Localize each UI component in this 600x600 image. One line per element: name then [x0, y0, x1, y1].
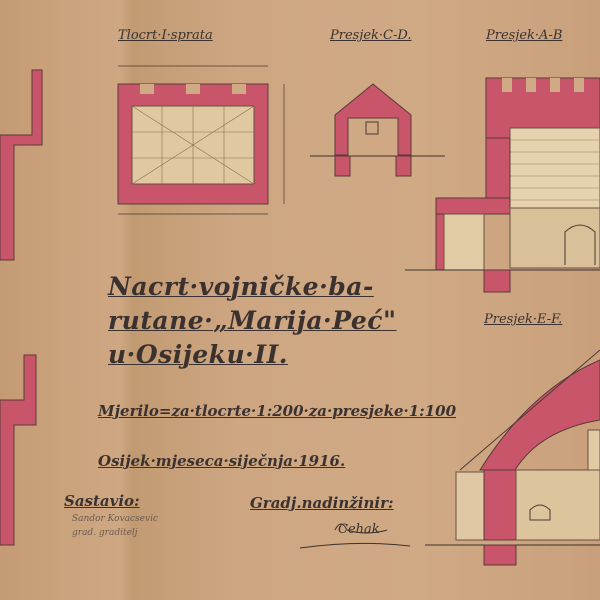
- section-ab: [405, 77, 600, 293]
- section-ef: [425, 349, 600, 566]
- section-ab-label: Presjek·A-B: [486, 28, 563, 43]
- section-cd-label: Presjek·C-D.: [330, 28, 412, 43]
- author-name: Sandor Kovacsevic: [72, 514, 159, 524]
- approver-label: Gradj.nadinžinir:: [250, 494, 394, 512]
- author-role: grad. graditelj: [72, 528, 138, 538]
- left-partial-plan: [0, 69, 43, 546]
- section-ef-label: Presjek·E-F.: [484, 312, 563, 327]
- title-line-3: u·Osijeku·II.: [108, 340, 288, 369]
- author-label: Sastavio:: [64, 492, 140, 510]
- approver-signature: Cehak: [338, 522, 380, 537]
- signature-flourish: [299, 523, 411, 549]
- scale-note: Mjerilo=za·tlocrte·1:200·za·presjeke·1:1…: [98, 402, 457, 420]
- plan-first-floor: [117, 65, 285, 215]
- section-cd: [310, 83, 445, 177]
- plan-label: Tlocrt·I·sprata: [118, 28, 213, 43]
- title-line-2: rutane·„Marija·Peć": [108, 306, 397, 335]
- date-note: Osijek·mjeseca·siječnja·1916.: [98, 452, 346, 470]
- title-line-1: Nacrt·vojničke·ba-: [108, 272, 374, 301]
